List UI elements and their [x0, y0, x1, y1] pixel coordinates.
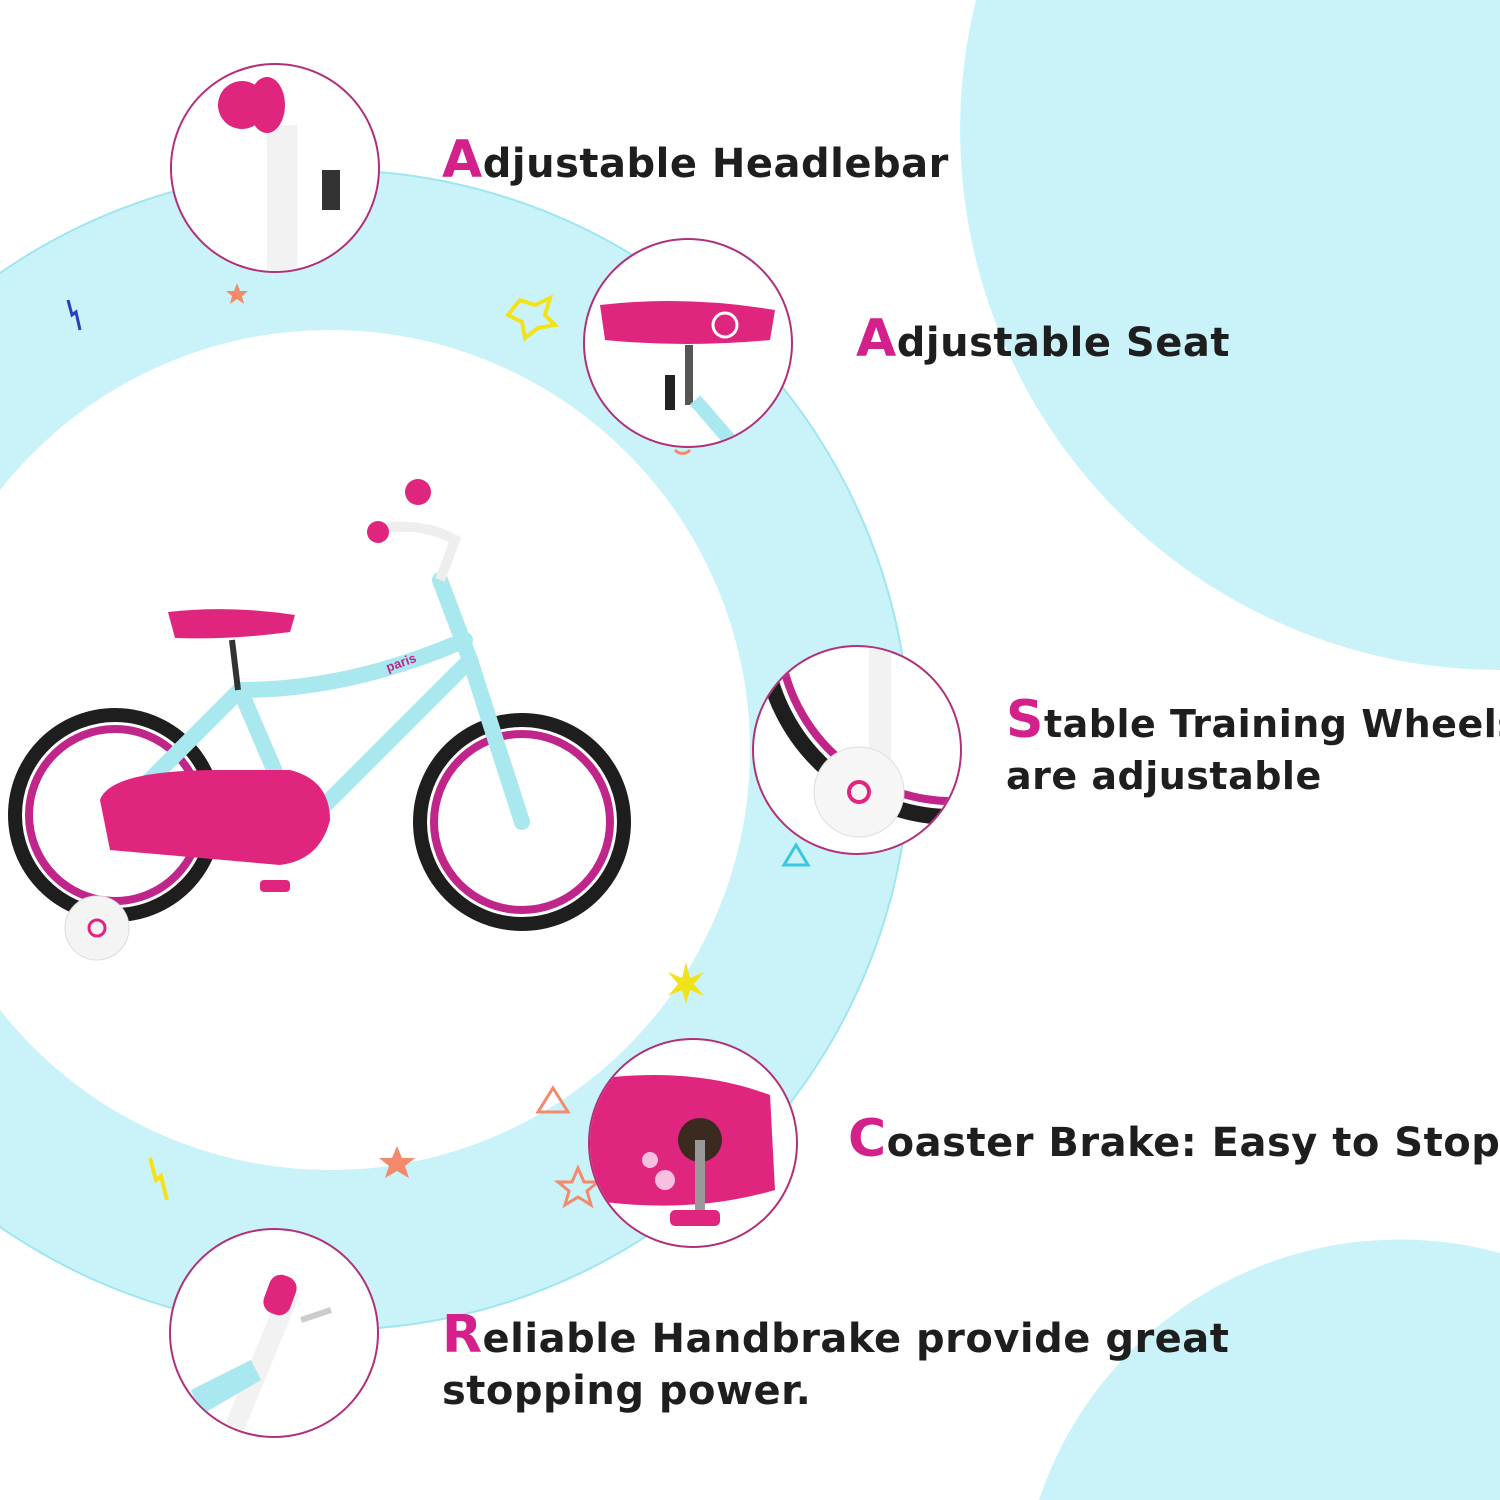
- feature-image-coaster-brake: [588, 1038, 798, 1248]
- feature-image-seat: [583, 238, 793, 448]
- chain-guard: [100, 770, 330, 865]
- flower-icon: [668, 962, 704, 1004]
- lightning-icon: [148, 1157, 169, 1201]
- training-wheel: [64, 895, 130, 961]
- feature-label-coaster-brake: Coaster Brake: Easy to Stop: [848, 1109, 1500, 1169]
- feature-image-handbrake: [169, 1228, 379, 1438]
- star-icon: [379, 1146, 415, 1178]
- feature-image-training-wheels: [752, 645, 962, 855]
- top-right-cyan-blob: [960, 0, 1500, 670]
- feature-label-seat: Adjustable Seat: [856, 309, 1230, 369]
- bottom-right-cyan-blob: [1039, 1239, 1500, 1500]
- seat: [168, 609, 295, 639]
- feature-label-handbrake: Reliable Handbrake provide great stoppin…: [442, 1305, 1230, 1414]
- lightning-icon: [66, 299, 82, 331]
- triangle-icon: [535, 1085, 571, 1114]
- star-outline-icon: [504, 294, 560, 342]
- feature-image-handlebar: [170, 63, 380, 273]
- star-outline-icon: [553, 1164, 603, 1209]
- feature-label-handlebar: Adjustable Headlebar: [442, 130, 949, 190]
- triangle-icon: [781, 842, 811, 867]
- feature-label-training-wheels: Stable Training Wheels are adjustable: [1006, 690, 1500, 798]
- star-icon: [226, 283, 248, 304]
- front-wheel: [413, 713, 631, 931]
